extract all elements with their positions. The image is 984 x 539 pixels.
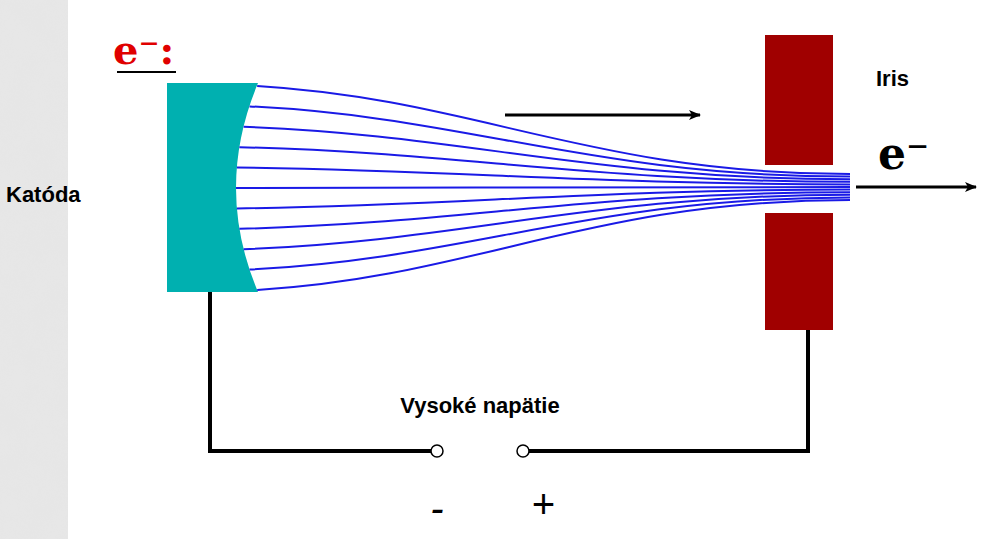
- wire: [529, 330, 808, 451]
- voltage-label: Vysoké napätie: [400, 395, 559, 417]
- white-panel: [68, 0, 984, 539]
- direction-arrow: [505, 114, 700, 117]
- polarity-sign: -: [430, 488, 443, 528]
- terminal: [431, 445, 443, 457]
- polarity-sign: +: [531, 484, 554, 524]
- cathode-label: Katóda: [6, 184, 81, 206]
- iris-lower: [765, 213, 833, 330]
- exit-arrow: [856, 186, 976, 189]
- terminal: [517, 445, 529, 457]
- iris-upper: [765, 35, 833, 165]
- electron-symbol: e⁻:: [113, 30, 174, 70]
- electron-symbol: e⁻: [878, 132, 929, 176]
- iris-label: Iris: [876, 68, 909, 90]
- wire: [210, 292, 431, 451]
- electron-beam: [236, 86, 850, 290]
- underline: [117, 71, 176, 73]
